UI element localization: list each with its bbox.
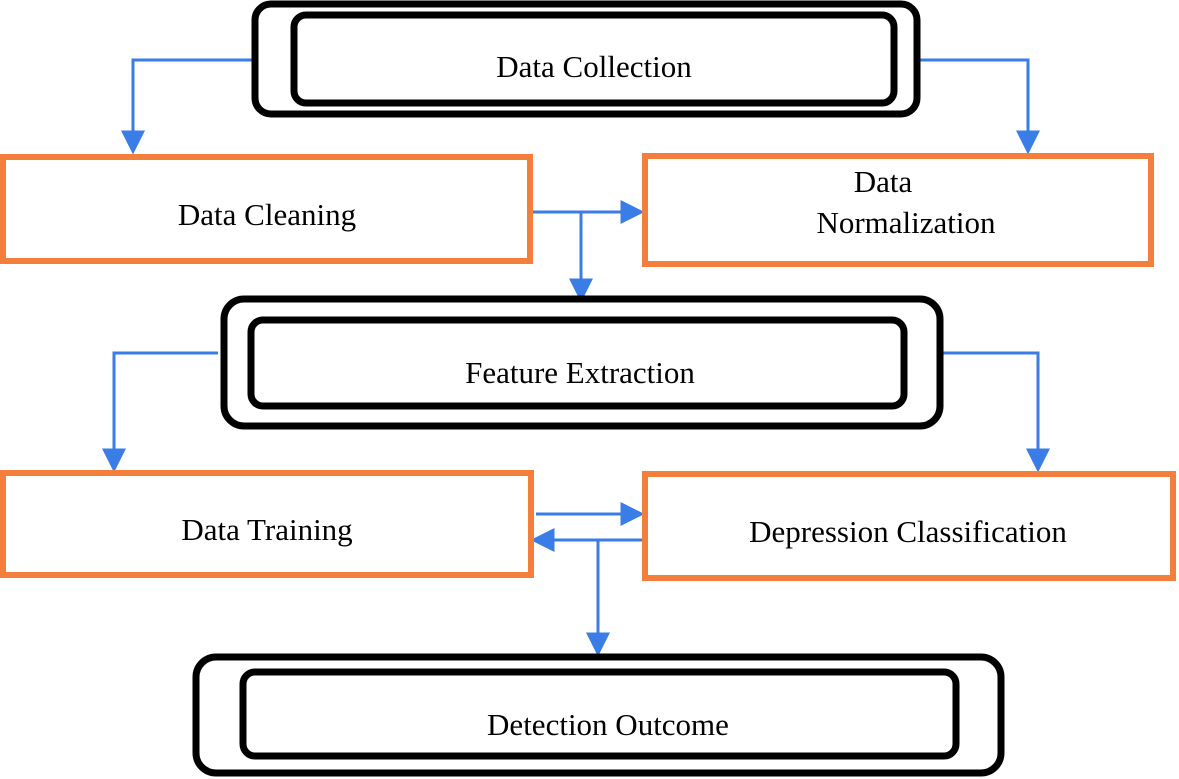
arrow-feature-to-training — [102, 351, 218, 473]
node-depression-classification: Depression Classification — [642, 471, 1176, 581]
node-data-cleaning: Data Cleaning — [0, 154, 533, 264]
data-training-label: Data Training — [181, 512, 352, 547]
data-normalization-box — [642, 153, 1154, 267]
node-data-collection: Data Collection — [251, 0, 921, 118]
arrow-collection-to-normalization — [918, 58, 1040, 155]
data-training-box — [0, 470, 534, 578]
detection-outcome-label: Detection Outcome — [487, 707, 729, 742]
node-detection-outcome: Detection Outcome — [192, 653, 1005, 777]
arrow-feature-to-classification — [943, 351, 1050, 473]
node-feature-extraction: Feature Extraction — [220, 295, 944, 430]
detection-outcome-inner-border — [239, 668, 960, 760]
data-cleaning-label: Data Cleaning — [178, 197, 356, 232]
data-normalization-label-line2: Normalization — [816, 205, 996, 240]
feature-extraction-label: Feature Extraction — [465, 355, 695, 390]
data-normalization-label-line1: Data — [854, 164, 913, 199]
node-data-training: Data Training — [0, 470, 534, 578]
data-collection-label: Data Collection — [496, 49, 692, 84]
node-data-normalization: Data Normalization — [642, 153, 1154, 267]
depression-classification-box — [642, 471, 1176, 581]
connectors — [102, 58, 1050, 657]
data-collection-inner-border — [290, 11, 898, 107]
feature-extraction-inner-border — [247, 316, 908, 410]
data-cleaning-box — [0, 154, 533, 264]
depression-classification-label: Depression Classification — [749, 514, 1067, 549]
arrow-collection-to-cleaning — [121, 58, 258, 155]
